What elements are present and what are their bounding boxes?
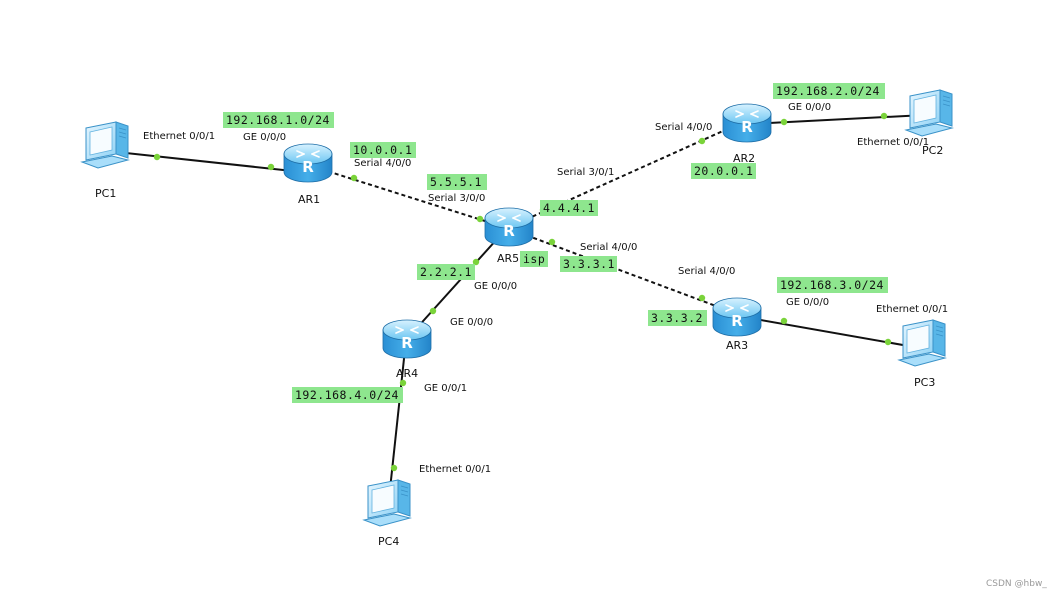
ip-label-ar3: 3.3.3.2 [651, 311, 703, 325]
device-label-ar2: AR2 [733, 152, 755, 165]
ip-label-ar5-3: 3.3.3.1 [563, 257, 615, 271]
router-ar3[interactable] [712, 297, 762, 337]
links [106, 114, 926, 509]
device-label-pc1: PC1 [95, 187, 116, 200]
ip-label-ar1-serial: 10.0.0.1 [353, 143, 412, 157]
router-ar4[interactable] [382, 319, 432, 359]
iface-label-ar4-ge001: GE 0/0/1 [424, 383, 467, 394]
iface-label-ar2-serial: Serial 4/0/0 [655, 122, 712, 133]
watermark: CSDN @hbw_ [986, 579, 1047, 589]
device-label-pc3: PC3 [914, 376, 935, 389]
device-label-ar1: AR1 [298, 193, 320, 206]
port-dot [548, 238, 556, 246]
port-dot [472, 258, 480, 266]
ip-label-isp: isp [523, 252, 545, 266]
iface-label-ar2-ge: GE 0/0/0 [788, 102, 831, 113]
ip-label-ar5-2: 2.2.2.1 [420, 265, 472, 279]
port-dot [476, 215, 484, 223]
pc-pc2[interactable] [905, 89, 953, 137]
device-label-ar5: AR5 [497, 252, 519, 265]
ip-label-ar2: 20.0.0.1 [694, 164, 753, 178]
iface-label-ar5-s300: Serial 3/0/0 [428, 193, 485, 204]
device-label-pc4: PC4 [378, 535, 399, 548]
ip-label-net4: 192.168.4.0/24 [295, 388, 399, 402]
ip-label-ar5-4: 4.4.4.1 [543, 201, 595, 215]
device-labels: PC1 AR1 AR2 PC2 AR5 AR3 PC3 AR4 PC4 [95, 144, 943, 548]
router-ar1[interactable] [283, 143, 333, 183]
device-label-ar4: AR4 [396, 367, 418, 380]
iface-label-pc4: Ethernet 0/0/1 [419, 464, 491, 475]
router-icon [283, 143, 333, 183]
port-dot [153, 153, 161, 161]
pc-pc4[interactable] [363, 479, 411, 527]
pc-icon [898, 319, 946, 367]
port-dot [698, 137, 706, 145]
port-dot [780, 317, 788, 325]
port-dot [429, 307, 437, 315]
iface-label-pc1: Ethernet 0/0/1 [143, 131, 215, 142]
pc-pc1[interactable] [81, 121, 129, 169]
pc-icon [363, 479, 411, 527]
link-ar5-ar4 [405, 227, 508, 341]
device-label-pc2: PC2 [922, 144, 943, 157]
ip-label-net3: 192.168.3.0/24 [780, 278, 884, 292]
ip-labels: 192.168.1.0/24 10.0.0.1 5.5.5.1 4.4.4.1 … [223, 83, 888, 403]
iface-label-ar3-serial: Serial 4/0/0 [678, 266, 735, 277]
interface-labels: Ethernet 0/0/1 GE 0/0/0 Serial 4/0/0 Ser… [143, 102, 948, 475]
pc-icon [81, 121, 129, 169]
link-ar2-pc2 [749, 114, 926, 125]
pc-icon [905, 89, 953, 137]
iface-label-ar5-ge: GE 0/0/0 [474, 281, 517, 292]
ip-label-net1: 192.168.1.0/24 [226, 113, 330, 127]
port-dot [880, 112, 888, 120]
iface-label-pc2: Ethernet 0/0/1 [857, 137, 929, 148]
port-dot [698, 294, 706, 302]
port-dot [780, 118, 788, 126]
iface-label-pc3: Ethernet 0/0/1 [876, 304, 948, 315]
port-dot [350, 174, 358, 182]
iface-label-ar5-s400: Serial 4/0/0 [580, 242, 637, 253]
router-ar2[interactable] [722, 103, 772, 143]
router-icon [382, 319, 432, 359]
iface-label-ar5-s301: Serial 3/0/1 [557, 167, 614, 178]
link-ar4-pc4 [387, 339, 407, 509]
iface-label-ar4-ge000: GE 0/0/0 [450, 317, 493, 328]
router-icon [722, 103, 772, 143]
port-dot [267, 163, 275, 171]
link-ar5-ar3-serial [506, 227, 733, 313]
router-ar5[interactable] [484, 207, 534, 247]
ip-label-ar5-5: 5.5.5.1 [430, 175, 482, 189]
router-icon [484, 207, 534, 247]
iface-label-ar1-ge: GE 0/0/0 [243, 132, 286, 143]
device-label-ar3: AR3 [726, 339, 748, 352]
router-icon [712, 297, 762, 337]
pc-pc3[interactable] [898, 319, 946, 367]
iface-label-ar1-serial: Serial 4/0/0 [354, 158, 411, 169]
port-dot [884, 338, 892, 346]
link-ar3-pc3 [737, 315, 921, 349]
port-dot [399, 379, 407, 387]
iface-label-ar3-ge: GE 0/0/0 [786, 297, 829, 308]
port-dot [390, 464, 398, 472]
ip-label-net2: 192.168.2.0/24 [776, 84, 880, 98]
